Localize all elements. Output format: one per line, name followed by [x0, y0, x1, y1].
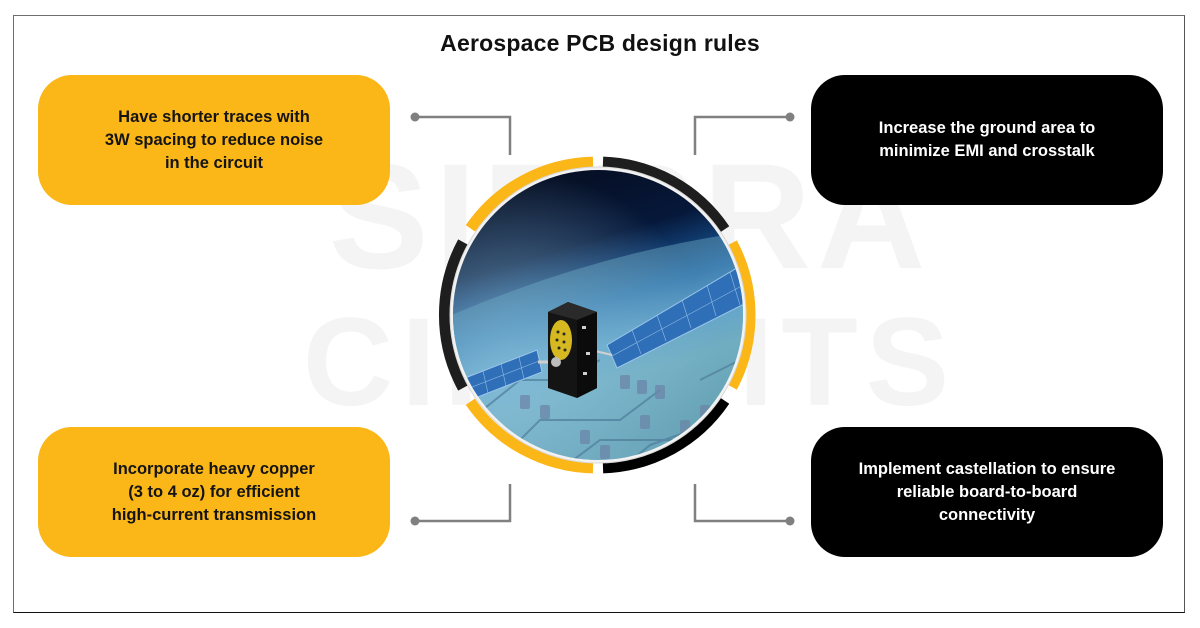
ring-segment-bottom-right-dark	[602, 397, 730, 474]
rule-text-heavy-copper: Incorporate heavy copper (3 to 4 oz) for…	[111, 459, 317, 524]
connector-bottom-left	[415, 484, 512, 523]
ring-segment-left-dark	[439, 239, 468, 391]
ring-segment-top-right-dark	[602, 156, 730, 233]
connector-dot-top-left	[410, 112, 420, 122]
rule-card-shorter-traces: Have shorter traces with 3W spacing to r…	[38, 75, 390, 205]
rule-card-castellation: Implement castellation to ensure reliabl…	[811, 427, 1163, 557]
rule-card-ground-area: Increase the ground area to minimize EMI…	[811, 75, 1163, 205]
connector-top-right	[693, 115, 790, 155]
connector-dot-bottom-left	[410, 516, 420, 526]
connector-top-left	[415, 115, 512, 155]
rule-card-heavy-copper: Incorporate heavy copper (3 to 4 oz) for…	[38, 427, 390, 557]
satellite-pcb-image	[453, 170, 743, 460]
ring-segment-bottom-left-yellow	[465, 398, 594, 474]
page-title: Aerospace PCB design rules	[440, 30, 760, 56]
infographic-frame	[13, 15, 1185, 613]
ring-segment-right-yellow	[727, 240, 756, 390]
rule-text-shorter-traces: Have shorter traces with 3W spacing to r…	[104, 107, 324, 172]
connector-bottom-right	[693, 484, 790, 523]
connector-dot-bottom-right	[785, 516, 795, 526]
connector-dot-top-right	[785, 112, 795, 122]
rule-text-ground-area: Increase the ground area to minimize EMI…	[878, 119, 1096, 160]
rule-text-castellation: Implement castellation to ensure reliabl…	[858, 459, 1116, 524]
ring-segment-top-left-yellow	[465, 156, 594, 232]
